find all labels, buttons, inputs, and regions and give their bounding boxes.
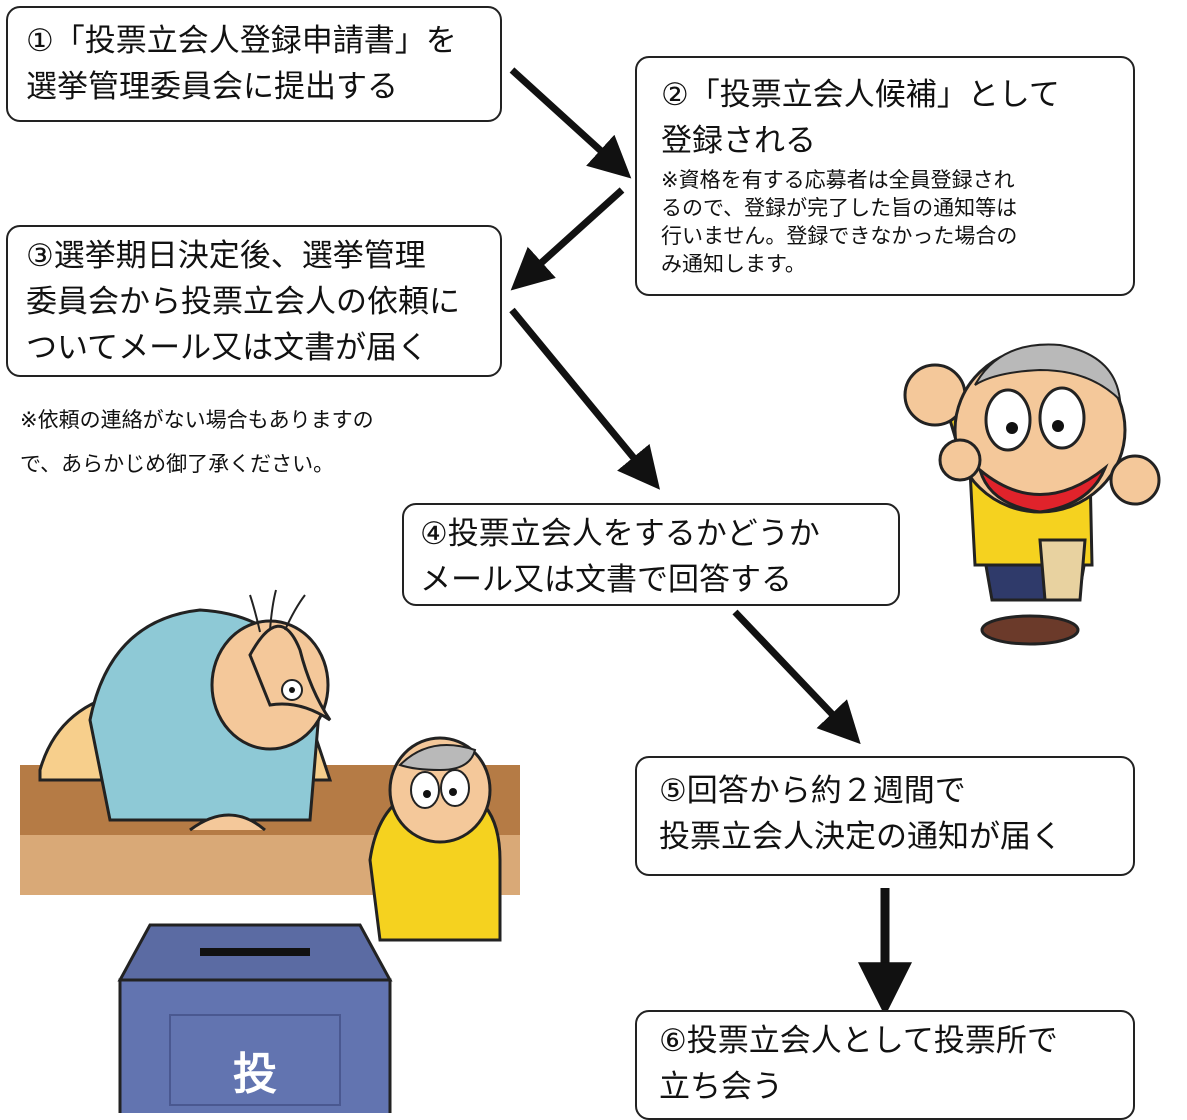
arrow-2-to-3 [510,187,625,291]
step-6-line-2: 立ち会う [659,1069,783,1105]
footnote-line-1: ※依頼の連絡がない場合もありますの [20,408,374,432]
step-2-box: ②「投票立会人候補」として 登録される ※資格を有する応募者は全員登録され るの… [635,56,1135,296]
step-6-box: ⑥投票立会人として投票所で 立ち会う [635,1010,1135,1120]
footnote-line-2: で、あらかじめ御了承ください。 [20,452,335,476]
step-4-line-1: ④投票立会人をするかどうか [420,516,820,552]
step-5-line-2: 投票立会人決定の通知が届く [659,819,1062,855]
step-1-line-1: ①「投票立会人登録申請書」を [26,23,457,59]
father-son-voting-illustration [20,589,520,961]
step-5-line-1: ⑤回答から約２週間で [659,773,966,809]
step-2-line-2: 登録される [661,123,816,159]
step-3-line-3: ついてメール又は文書が届く [26,330,429,366]
arrow-4-to-5 [732,609,861,745]
step-5-box: ⑤回答から約２週間で 投票立会人決定の通知が届く [635,756,1135,876]
step-2-note-line-3: 行いません。登録できなかった場合の [661,224,1018,248]
step-3-footnote: ※依頼の連絡がない場合もありますの で、あらかじめ御了承ください。 [20,398,374,486]
ballot-box [117,923,393,1113]
arrow-3-to-4 [509,307,661,490]
step-1-box: ①「投票立会人登録申請書」を 選挙管理委員会に提出する [6,6,502,122]
step-2-note-line-2: るので、登録が完了した旨の通知等は [661,196,1018,220]
arrow-1-to-2 [509,67,632,179]
step-3-line-2: 委員会から投票立会人の依頼に [26,284,460,320]
step-4-box: ④投票立会人をするかどうか メール又は文書で回答する [402,503,900,606]
step-3-line-1: ③選挙期日決定後、選挙管理 [26,238,426,274]
cheering-boy-illustration [903,343,1161,646]
step-2-line-1: ②「投票立会人候補」として [661,77,1060,113]
step-1-line-2: 選挙管理委員会に提出する [26,69,398,105]
step-6-line-1: ⑥投票立会人として投票所で [659,1023,1058,1059]
step-2-note-line-1: ※資格を有する応募者は全員登録され [661,168,1015,192]
step-2-note: ※資格を有する応募者は全員登録され るので、登録が完了した旨の通知等は 行いませ… [661,166,1133,278]
step-4-line-2: メール又は文書で回答する [420,562,792,598]
ballot-box-label: 投 [233,1049,277,1100]
step-3-box: ③選挙期日決定後、選挙管理 委員会から投票立会人の依頼に ついてメール又は文書が… [6,225,502,377]
step-2-note-line-4: み通知します。 [661,252,806,276]
